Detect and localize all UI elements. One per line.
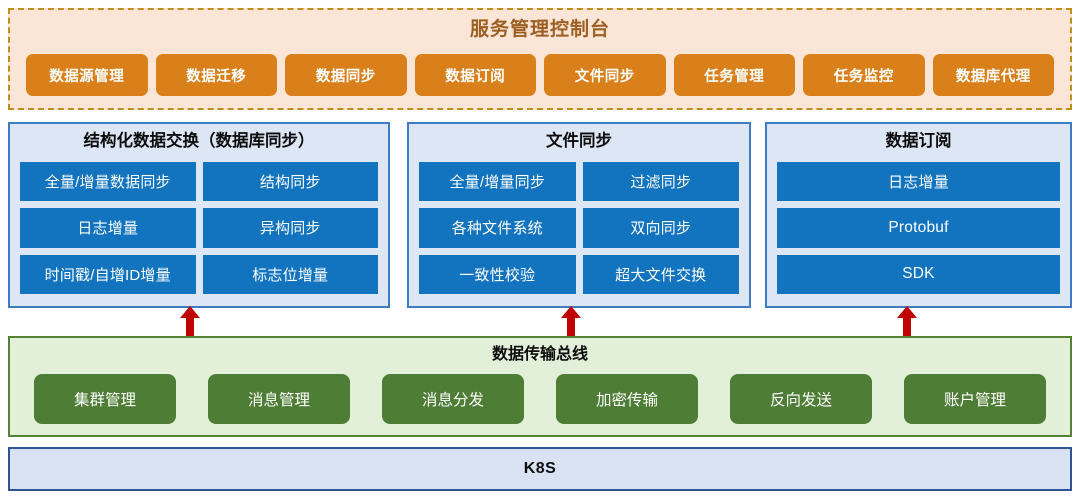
console-button-task-monitoring[interactable]: 任务监控 [803,54,925,96]
console-title: 服务管理控制台 [469,19,610,40]
bus-button-message-distribution[interactable]: 消息分发 [382,374,524,424]
tile-timestamp-autoid-incremental[interactable]: 时间戳/自增ID增量 [20,254,196,294]
tile-various-file-systems[interactable]: 各种文件系统 [419,208,576,248]
bus-button-cluster-management[interactable]: 集群管理 [34,374,176,424]
bus-button-reverse-send[interactable]: 反向发送 [730,374,872,424]
tile-full-incremental-sync[interactable]: 全量/增量同步 [419,162,576,202]
module-tile-grid-file-sync: 全量/增量同步 过滤同步 各种文件系统 双向同步 一致性校验 超大文件交换 [419,162,739,294]
tile-flag-bit-incremental[interactable]: 标志位增量 [202,254,378,294]
console-button-file-sync[interactable]: 文件同步 [544,54,666,96]
module-tile-grid-subscription: 日志增量 Protobuf SDK [777,162,1060,294]
console-button-database-proxy[interactable]: 数据库代理 [932,54,1054,96]
tile-schema-sync[interactable]: 结构同步 [202,162,378,202]
data-transmission-bus-panel: 数据传输总线 集群管理 消息管理 消息分发 加密传输 反向发送 账户管理 [8,336,1072,437]
module-panel-structured-data-exchange: 结构化数据交换（数据库同步） 全量/增量数据同步 结构同步 日志增量 异构同步 … [8,122,390,308]
bus-title: 数据传输总线 [491,346,588,363]
bus-button-message-management[interactable]: 消息管理 [208,374,350,424]
bus-button-row: 集群管理 消息管理 消息分发 加密传输 反向发送 账户管理 [34,374,1046,424]
tile-filter-sync[interactable]: 过滤同步 [582,162,739,202]
module-panel-file-sync: 文件同步 全量/增量同步 过滤同步 各种文件系统 双向同步 一致性校验 超大文件… [407,122,751,308]
bus-button-account-management[interactable]: 账户管理 [904,374,1046,424]
k8s-platform-bar: K8S [8,447,1072,491]
module-panel-data-subscription: 数据订阅 日志增量 Protobuf SDK [765,122,1072,308]
console-button-data-migration[interactable]: 数据迁移 [155,54,277,96]
bus-button-encrypted-transmission[interactable]: 加密传输 [556,374,698,424]
tile-consistency-verification[interactable]: 一致性校验 [419,254,576,294]
tile-full-incremental-data-sync[interactable]: 全量/增量数据同步 [20,162,196,202]
console-button-data-sync[interactable]: 数据同步 [285,54,407,96]
tile-subscription-log-incremental[interactable]: 日志增量 [777,162,1060,202]
console-button-data-subscription[interactable]: 数据订阅 [414,54,536,96]
module-tile-grid-structured: 全量/增量数据同步 结构同步 日志增量 异构同步 时间戳/自增ID增量 标志位增… [20,162,378,294]
tile-large-file-exchange[interactable]: 超大文件交换 [582,254,739,294]
module-title-data-subscription: 数据订阅 [885,132,952,150]
console-button-task-management[interactable]: 任务管理 [673,54,795,96]
console-button-row: 数据源管理 数据迁移 数据同步 数据订阅 文件同步 任务管理 任务监控 数据库代… [26,54,1054,96]
service-management-console-panel: 服务管理控制台 数据源管理 数据迁移 数据同步 数据订阅 文件同步 任务管理 任… [8,8,1072,110]
module-panels-row: 结构化数据交换（数据库同步） 全量/增量数据同步 结构同步 日志增量 异构同步 … [8,122,1072,308]
module-title-structured-data-exchange: 结构化数据交换（数据库同步） [83,132,315,150]
console-button-datasource-management[interactable]: 数据源管理 [26,54,148,96]
tile-protobuf[interactable]: Protobuf [777,208,1060,248]
k8s-label: K8S [523,460,557,477]
tile-sdk[interactable]: SDK [777,254,1060,294]
tile-bidirectional-sync[interactable]: 双向同步 [582,208,739,248]
module-title-file-sync: 文件同步 [546,132,612,150]
tile-log-incremental[interactable]: 日志增量 [20,208,196,248]
tile-heterogeneous-sync[interactable]: 异构同步 [202,208,378,248]
